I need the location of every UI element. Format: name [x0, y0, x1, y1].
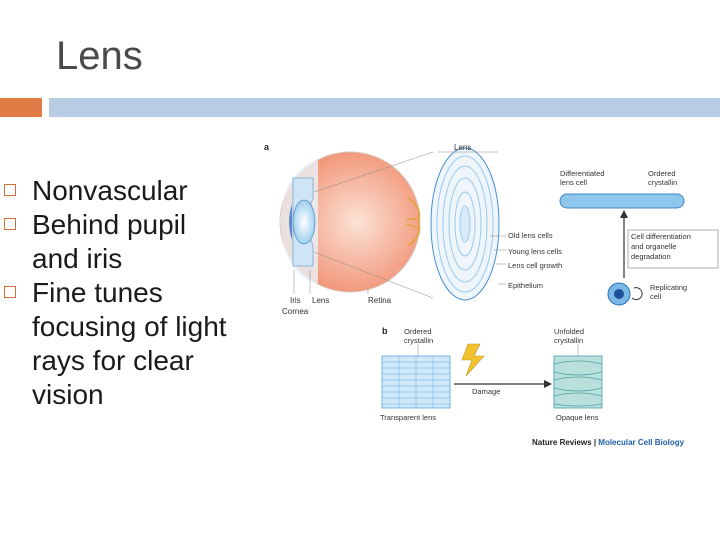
opaque-lens-cells [553, 355, 603, 409]
eye-illustration [279, 151, 434, 299]
bullet-text: Nonvascular [32, 175, 188, 206]
lens-label: Lens [454, 143, 471, 152]
young-lens-cells-label: Young lens cells [508, 247, 562, 256]
differentiated-cell-shape [559, 193, 685, 209]
lens-cell-growth-label: Lens cell growth [508, 261, 562, 270]
accent-bar-blue [49, 98, 720, 117]
bullet-item: Nonvascular [4, 174, 234, 208]
lens-diagram-figure: a Iris Lens Retina Cornea Lens Old lens … [258, 138, 720, 463]
panel-b-letter: b [382, 326, 388, 336]
credit-line: Nature Reviews | Molecular Cell Biology [532, 438, 685, 447]
retina-label: Retina [368, 296, 392, 305]
panel-a-letter: a [264, 142, 270, 152]
damage-lightning-icon [461, 343, 485, 377]
cornea-label: Cornea [282, 307, 309, 316]
credit-brand: Nature Reviews [532, 438, 592, 447]
old-lens-cells-label: Old lens cells [508, 231, 553, 240]
iris-label: Iris [290, 296, 301, 305]
square-bullet-icon [4, 218, 16, 230]
square-bullet-icon [4, 286, 16, 298]
epithelium-label: Epithelium [508, 281, 543, 290]
bullet-text: Behind pupil and iris [32, 209, 187, 274]
opaque-lens-label: Opaque lens [556, 413, 599, 422]
cell-differentiation-box [627, 229, 719, 269]
accent-bar-orange [0, 98, 42, 117]
square-bullet-icon [4, 184, 16, 196]
bullet-item: Fine tunes focusing of light rays for cl… [4, 276, 234, 412]
credit-journal: Molecular Cell Biology [598, 438, 684, 447]
bullet-item: Behind pupil and iris [4, 208, 234, 276]
transparent-lens-cells [381, 355, 451, 409]
magnified-lens [430, 147, 500, 301]
bullet-list: Nonvascular Behind pupil and iris Fine t… [4, 174, 234, 412]
lens-diagram: a Iris Lens Retina Cornea Lens Old lens … [264, 142, 719, 447]
slide-title: Lens [56, 34, 143, 78]
transparent-lens-label: Transparent lens [380, 413, 436, 422]
lens-small-label: Lens [312, 296, 329, 305]
damage-label: Damage [472, 387, 500, 396]
bullet-text: Fine tunes focusing of light rays for cl… [32, 277, 227, 410]
